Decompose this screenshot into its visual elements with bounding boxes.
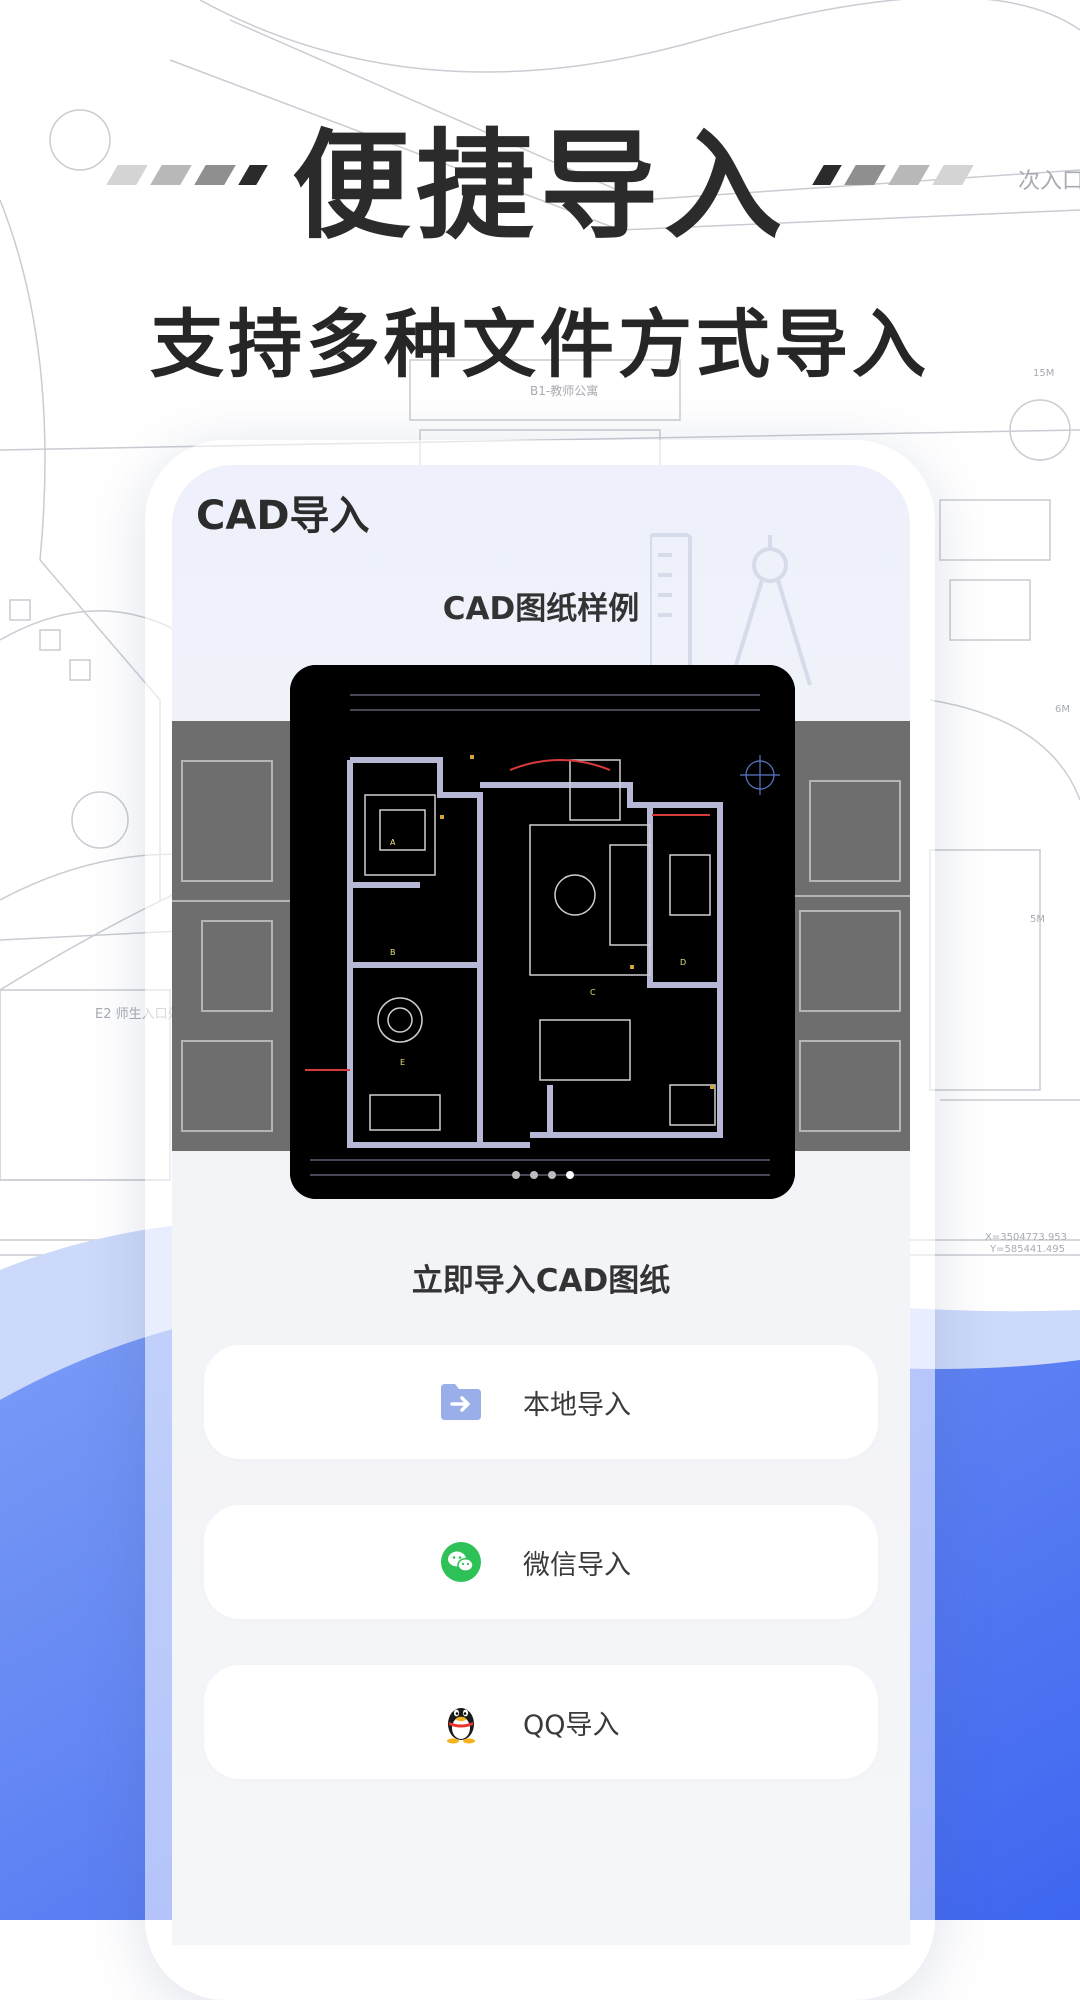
local-import-button[interactable]: 本地导入 xyxy=(204,1345,878,1459)
svg-text:A: A xyxy=(390,838,396,847)
carousel-next-slide[interactable] xyxy=(790,721,910,1151)
wechat-icon xyxy=(439,1540,483,1584)
svg-text:B: B xyxy=(390,948,396,957)
svg-text:Y=585441.495: Y=585441.495 xyxy=(989,1244,1065,1255)
headline-subtitle: 支持多种文件方式导入 xyxy=(150,302,930,388)
carousel-dot[interactable] xyxy=(547,1171,556,1179)
wechat-import-button[interactable]: 微信导入 xyxy=(204,1505,878,1619)
screen-title: CAD导入 xyxy=(196,493,370,539)
svg-text:6M: 6M xyxy=(1055,704,1070,715)
svg-text:C: C xyxy=(590,988,596,997)
local-import-label: 本地导入 xyxy=(523,1389,631,1421)
qq-penguin-icon xyxy=(439,1700,483,1744)
svg-text:次入口: 次入口 xyxy=(1018,169,1080,194)
phone-screen: CAD导入 CAD图纸样例 xyxy=(172,465,910,1945)
cad-sample-image[interactable]: A B C D E xyxy=(290,665,795,1199)
headline: 便捷导入 xyxy=(0,110,1080,255)
qq-import-button[interactable]: QQ导入 xyxy=(204,1665,878,1779)
decor-stripes-left xyxy=(106,165,268,185)
folder-import-icon xyxy=(439,1380,483,1424)
carousel-prev-slide[interactable] xyxy=(172,721,292,1151)
qq-import-label: QQ导入 xyxy=(523,1709,620,1741)
svg-text:E: E xyxy=(400,1058,405,1067)
svg-text:X=3504773.953: X=3504773.953 xyxy=(985,1232,1067,1243)
headline-title: 便捷导入 xyxy=(291,116,788,255)
carousel-dot[interactable] xyxy=(529,1171,538,1179)
svg-text:5M: 5M xyxy=(1030,914,1045,925)
svg-text:15M: 15M xyxy=(1033,368,1054,379)
carousel-indicator xyxy=(290,1171,795,1179)
carousel-dot-active[interactable] xyxy=(565,1171,574,1179)
import-title: 立即导入CAD图纸 xyxy=(411,1263,671,1299)
svg-text:B1-教师公寓: B1-教师公寓 xyxy=(530,383,598,398)
decor-stripes-right xyxy=(812,165,974,185)
carousel-dot[interactable] xyxy=(511,1171,520,1179)
sample-title: CAD图纸样例 xyxy=(442,591,640,627)
svg-text:D: D xyxy=(680,958,686,967)
wechat-import-label: 微信导入 xyxy=(523,1549,631,1581)
